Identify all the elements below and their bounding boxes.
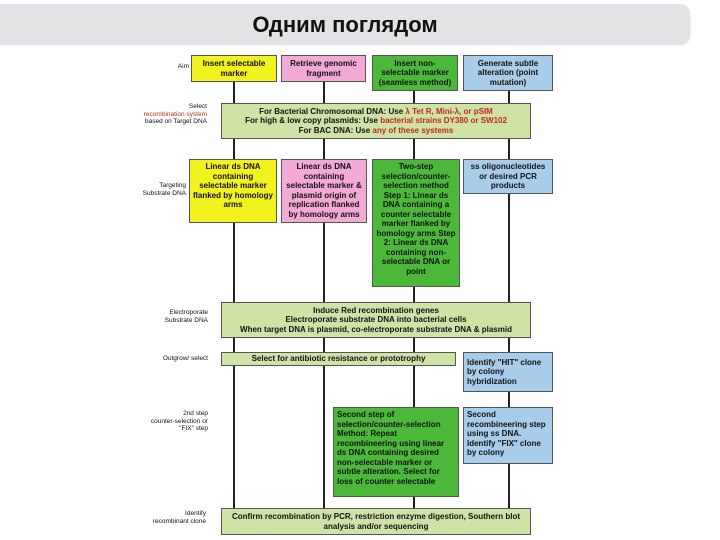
- outgrow-identify-hit: Identify "HIT" clone by colony hybridiza…: [463, 352, 553, 392]
- aim-insert-selectable: Insert selectable marker: [191, 55, 277, 82]
- aim-insert-nonselectable: Insert non-selectable marker (seamless m…: [372, 55, 458, 91]
- row-label-identify: Identify recombinant clone: [152, 510, 206, 525]
- row-label-second-step: 2nd step counter-selection or "FIX" step: [150, 410, 208, 433]
- targeting-green: Two-step selection/counter-selection met…: [372, 159, 460, 287]
- electroporate-line2: Electroporate substrate DNA into bacteri…: [285, 315, 467, 325]
- electroporate-line1: Induce Red recombination genes: [313, 305, 439, 315]
- aim-generate-subtle: Generate subtle alteration (point mutati…: [463, 55, 553, 91]
- electroporate-box: Induce Red recombination genes Electropo…: [221, 302, 531, 338]
- select-line3-red: any of these systems: [372, 125, 454, 135]
- second-step-blue: Second recombineering step using ss DNA.…: [463, 407, 553, 464]
- row-label-aim: Aim: [177, 63, 189, 70]
- select-system-red: recombination system: [143, 110, 207, 118]
- targeting-yellow: Linear ds DNA containing selectable mark…: [189, 159, 277, 223]
- electroporate-line3: When target DNA is plasmid, co-electropo…: [240, 324, 512, 334]
- row-label-select-system: Select recombination system based on Tar…: [143, 103, 207, 126]
- select-line2-red: bacterial strains DY380 or SW102: [380, 116, 507, 126]
- confirm-box: Confirm recombination by PCR, restrictio…: [221, 508, 531, 535]
- row-label-electroporate: Electroporate Substrate DNA: [164, 309, 208, 324]
- second-step-rest: counter-selection or "FIX" step: [150, 417, 208, 433]
- select-system-line3: For BAC DNA: Use any of these systems: [299, 126, 454, 136]
- row-label-targeting: Targeting Substrate DNA: [142, 182, 186, 197]
- select-system-box: For Bacterial Chromosomal DNA: Use λ Tet…: [221, 103, 531, 139]
- second-step-prefix: 2nd step: [183, 410, 208, 417]
- select-line1-red: λ Tet R, Mini-λ, or pSIM: [405, 106, 493, 116]
- targeting-pink: Linear ds DNA containing selectable mark…: [281, 159, 367, 223]
- slide-title: Одним поглядом: [252, 12, 438, 37]
- select-line2-text: For high & low copy plasmids: Use: [245, 116, 381, 126]
- select-system-prefix: Select: [188, 103, 207, 110]
- select-system-suffix: based on Target DNA: [144, 118, 207, 125]
- title-bar: Одним поглядом: [0, 4, 690, 44]
- select-system-line1: For Bacterial Chromosomal DNA: Use λ Tet…: [259, 107, 493, 117]
- row-label-outgrow: Outgrow/ select: [162, 355, 208, 362]
- second-step-green: Second step of selection/counter-selecti…: [333, 407, 459, 497]
- targeting-blue: ss oligonucleotides or desired PCR produ…: [463, 159, 553, 194]
- aim-retrieve-genomic: Retrieve genomic fragment: [281, 55, 366, 82]
- select-system-line2: For high & low copy plasmids: Use bacter…: [245, 116, 507, 126]
- select-line3-text: For BAC DNA: Use: [298, 125, 373, 135]
- select-line1-text: For Bacterial Chromosomal DNA: Use: [259, 106, 406, 116]
- outgrow-select-box: Select for antibiotic resistance or prot…: [221, 352, 456, 366]
